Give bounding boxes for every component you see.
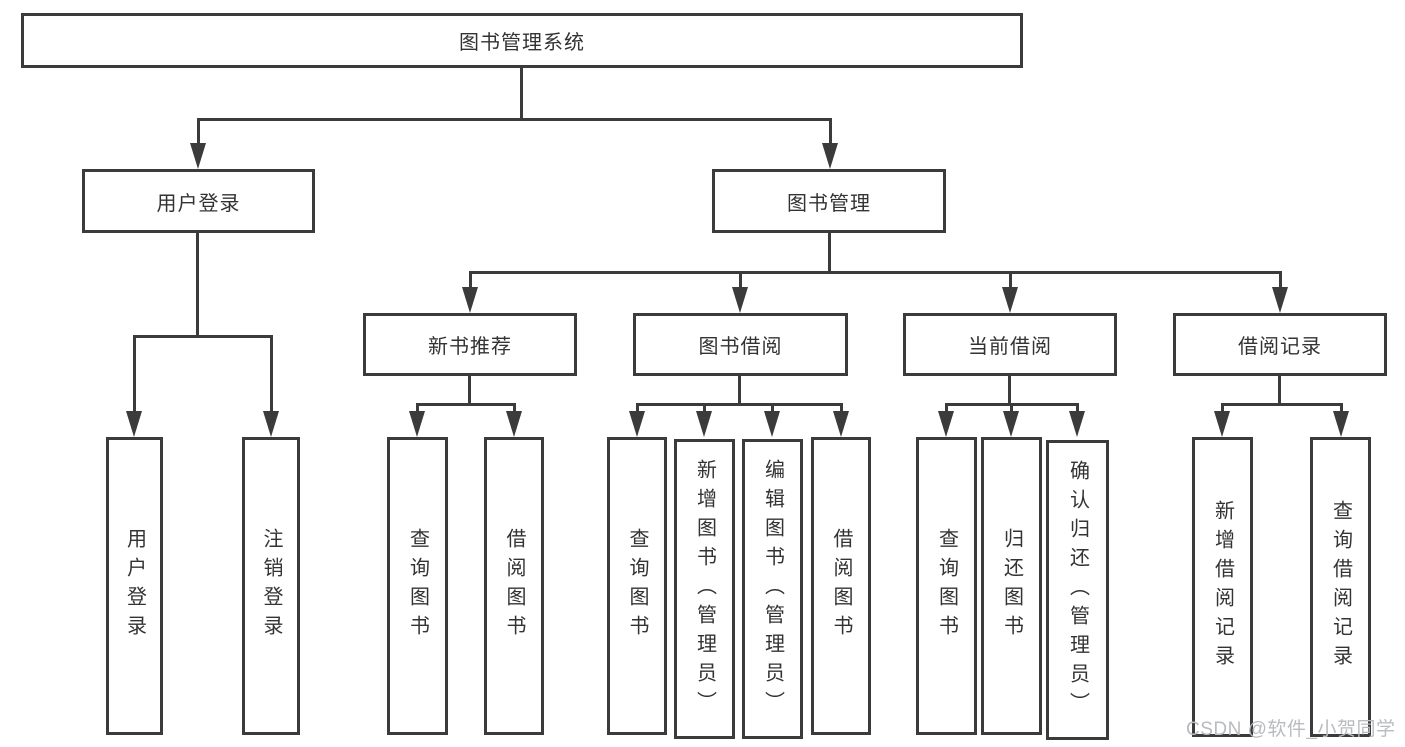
connector-arrow-shaft [703, 403, 706, 412]
node-user-login: 用户登录 [82, 169, 315, 233]
connector-arrow-shaft [840, 403, 843, 412]
connector-stub [1278, 376, 1281, 403]
connector-arrow-shaft [1340, 403, 1343, 412]
node-label: 新增图书（管理员） [693, 458, 716, 720]
connector-arrow-shaft [1221, 403, 1224, 412]
node-current-borrowing: 当前借阅 [903, 313, 1117, 376]
connector-book-management-stub [828, 233, 831, 271]
connector-arrow-shaft [197, 118, 200, 144]
node-label: 注销登录 [260, 528, 282, 644]
leaf-current-return-books: 归还图书 [981, 437, 1042, 735]
arrow-head-down [1214, 411, 1230, 437]
node-book-borrowing: 图书借阅 [633, 313, 848, 376]
connector-arrow-shaft [513, 403, 516, 412]
connector-branch-level1 [198, 118, 831, 121]
arrow-head-down [462, 287, 478, 313]
node-label: 新增借阅记录 [1211, 500, 1234, 674]
arrow-head-down [696, 411, 712, 437]
arrow-head-down [190, 143, 206, 169]
arrow-head-down [629, 411, 645, 437]
node-label: 图书管理 [787, 192, 871, 215]
connector-root-stub [520, 68, 523, 118]
connector-branch-book-borrowing [637, 403, 842, 406]
connector-branch-new-book-recommend [417, 403, 515, 406]
connector-arrow-shaft [133, 335, 136, 412]
node-new-book-recommend: 新书推荐 [363, 313, 577, 376]
watermark: CSDN @软件_小贺同学 [1186, 719, 1396, 740]
node-library-management-system: 图书管理系统 [21, 13, 1023, 68]
node-label: 编辑图书（管理员） [761, 458, 784, 720]
arrow-head-down [822, 143, 838, 169]
node-label: 确认归还（管理员） [1066, 459, 1089, 721]
leaf-current-confirm-return-admin: 确认归还（管理员） [1046, 440, 1109, 740]
arrow-head-down [506, 411, 522, 437]
connector-branch-borrowing-records [1222, 403, 1342, 406]
leaf-borrowing-add-books-admin: 新增图书（管理员） [674, 439, 735, 739]
node-label: 查询图书 [626, 528, 648, 644]
arrow-head-down [1333, 411, 1349, 437]
node-label: 新书推荐 [428, 336, 512, 358]
connector-arrow-shaft [1009, 271, 1012, 288]
node-label: 归还图书 [1000, 528, 1023, 644]
connector-arrow-shaft [771, 403, 774, 412]
leaf-user-login: 用户登录 [106, 437, 163, 735]
leaf-records-query-record: 查询借阅记录 [1310, 437, 1371, 737]
arrow-head-down [263, 411, 279, 437]
leaf-borrowing-query-books: 查询图书 [607, 437, 667, 735]
connector-branch-user-login [134, 335, 272, 338]
connector-branch-level2 [470, 271, 1281, 274]
node-label: 借阅图书 [830, 528, 852, 644]
node-borrowing-records: 借阅记录 [1173, 313, 1387, 376]
connector-arrow-shaft [636, 403, 639, 412]
arrow-head-down [764, 411, 780, 437]
connector-arrow-shaft [945, 403, 948, 412]
arrow-head-down [833, 411, 849, 437]
connector-stub [738, 376, 741, 403]
node-label: 图书管理系统 [459, 32, 585, 54]
connector-arrow-shaft [1076, 403, 1079, 412]
node-label: 借阅记录 [1238, 336, 1322, 358]
leaf-records-add-record: 新增借阅记录 [1192, 437, 1253, 737]
arrow-head-down [126, 411, 142, 437]
leaf-recommend-borrow-books: 借阅图书 [484, 437, 544, 735]
node-label: 查询图书 [406, 528, 429, 644]
connector-arrow-shaft [416, 403, 419, 412]
connector-arrow-shaft [739, 271, 742, 288]
connector-user-login-stub [196, 233, 199, 335]
arrow-head-down [1002, 287, 1018, 313]
leaf-current-query-books: 查询图书 [916, 437, 977, 735]
arrow-head-down [409, 411, 425, 437]
arrow-head-down [1069, 411, 1085, 437]
leaf-borrowing-borrow-books: 借阅图书 [811, 437, 871, 735]
connector-arrow-shaft [469, 271, 472, 288]
node-label: 图书借阅 [698, 336, 783, 358]
node-label: 查询图书 [935, 528, 958, 644]
node-label: 当前借阅 [968, 336, 1052, 358]
node-label: 用户登录 [156, 192, 241, 215]
connector-stub [1008, 376, 1011, 403]
connector-arrow-shaft [270, 335, 273, 412]
arrow-head-down [732, 287, 748, 313]
connector-arrow-shaft [829, 118, 832, 144]
arrow-head-down [1272, 287, 1288, 313]
connector-arrow-shaft [1010, 403, 1013, 412]
leaf-logout: 注销登录 [242, 437, 300, 735]
node-label: 用户登录 [123, 528, 146, 644]
node-book-management: 图书管理 [712, 169, 946, 233]
node-label: 借阅图书 [503, 528, 525, 644]
connector-arrow-shaft [1279, 271, 1282, 288]
leaf-borrowing-edit-books-admin: 编辑图书（管理员） [742, 439, 803, 739]
arrow-head-down [1003, 411, 1019, 437]
node-label: 查询借阅记录 [1329, 500, 1352, 674]
arrow-head-down [938, 411, 954, 437]
connector-stub [468, 376, 471, 403]
leaf-recommend-query-books: 查询图书 [387, 437, 448, 735]
